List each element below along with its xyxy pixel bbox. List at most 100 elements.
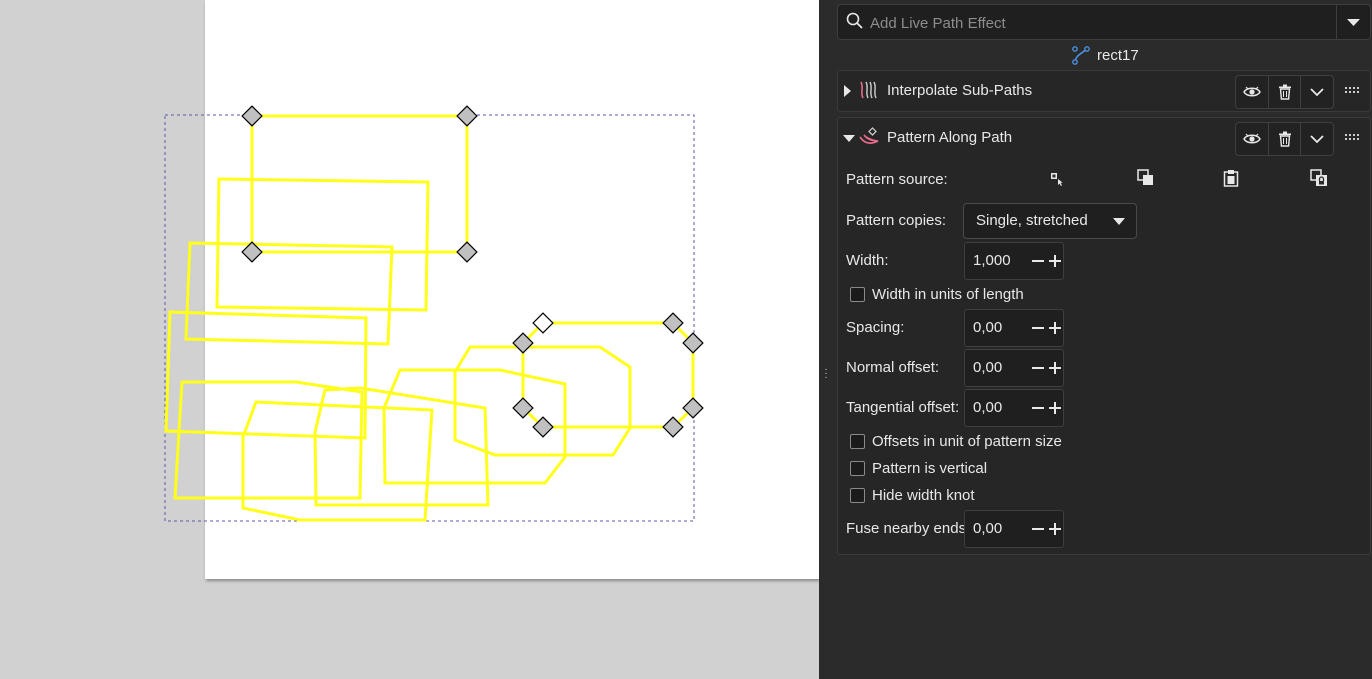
effect-menu-button[interactable]: [1300, 76, 1333, 108]
edit-on-canvas-icon: [1051, 173, 1063, 186]
width-units-checkbox-row[interactable]: Width in units of length: [850, 284, 1024, 304]
width-increment-button[interactable]: [1048, 250, 1062, 270]
pattern-copies-label: Pattern copies:: [846, 212, 947, 229]
drag-handle-icon[interactable]: [1345, 87, 1361, 95]
hide-width-knot-checkbox-row[interactable]: Hide width knot: [850, 485, 975, 505]
tangential-offset-input[interactable]: [973, 399, 1029, 416]
spacing-increment-button[interactable]: [1048, 317, 1062, 337]
node-handle[interactable]: [456, 105, 478, 127]
normal-offset-decrement-button[interactable]: [1031, 357, 1045, 377]
paste-icon: [1223, 170, 1239, 187]
fuse-nearby-ends-label: Fuse nearby ends:: [846, 520, 971, 537]
path-effects-panel: rect17 Interpolate Sub-Paths: [833, 0, 1372, 679]
collapse-arrow-icon[interactable]: [843, 135, 855, 142]
search-icon: [846, 12, 863, 29]
effect-actions: [1235, 122, 1334, 156]
eye-icon: [1242, 133, 1261, 144]
tangential-offset-decrement-button[interactable]: [1031, 397, 1045, 417]
tangential-offset-label: Tangential offset:: [846, 399, 960, 416]
offsets-pattern-size-checkbox-row[interactable]: Offsets in unit of pattern size: [850, 431, 1062, 451]
effect-header[interactable]: Interpolate Sub-Paths: [838, 71, 1370, 111]
paste-pattern-button[interactable]: [1221, 168, 1241, 188]
pattern-copy: [382, 368, 567, 485]
copy-pattern-button[interactable]: [1136, 168, 1156, 188]
node-handle[interactable]: [241, 105, 263, 127]
width-spinbox: [964, 242, 1064, 280]
pattern-copy: [453, 345, 632, 457]
node-handle[interactable]: [662, 312, 684, 334]
width-label: Width:: [846, 252, 889, 269]
hide-width-knot-checkbox[interactable]: [850, 487, 865, 503]
drawing[interactable]: [0, 0, 819, 679]
copy-icon: [1137, 169, 1153, 185]
pattern-copy: [241, 400, 434, 522]
offsets-pattern-size-checkbox[interactable]: [850, 433, 865, 449]
drag-handle-icon[interactable]: [1345, 134, 1361, 142]
node-handle[interactable]: [532, 416, 554, 438]
node-handle[interactable]: [456, 241, 478, 263]
chevron-down-icon: [1310, 135, 1324, 144]
search-input[interactable]: [868, 10, 1332, 36]
node-handle[interactable]: [682, 332, 704, 354]
normal-offset-increment-button[interactable]: [1048, 357, 1062, 377]
link-pattern-button[interactable]: [1309, 168, 1329, 188]
pattern-copies-select[interactable]: Single, stretched: [963, 203, 1137, 239]
fuse-nearby-ends-input[interactable]: [973, 520, 1029, 537]
visibility-toggle-button[interactable]: [1236, 76, 1268, 108]
object-name: rect17: [1097, 46, 1139, 64]
pattern-vertical-label: Pattern is vertical: [872, 459, 988, 477]
effect-card-interpolate: Interpolate Sub-Paths: [837, 70, 1371, 112]
node-handle[interactable]: [512, 397, 534, 419]
search-box[interactable]: [837, 4, 1337, 40]
normal-offset-input[interactable]: [973, 359, 1029, 376]
canvas-area[interactable]: [0, 0, 819, 679]
width-decrement-button[interactable]: [1031, 250, 1045, 270]
normal-offset-label: Normal offset:: [846, 359, 940, 376]
effect-header[interactable]: Pattern Along Path: [838, 118, 1370, 158]
pattern-vertical-checkbox-row[interactable]: Pattern is vertical: [850, 458, 987, 478]
trash-icon: [1278, 84, 1291, 100]
edit-on-canvas-button[interactable]: [1047, 168, 1067, 188]
pattern-vertical-checkbox[interactable]: [850, 460, 865, 476]
chevron-down-icon: [1310, 88, 1324, 97]
spacing-input[interactable]: [973, 319, 1029, 336]
divider-grip-icon[interactable]: ···: [824, 364, 828, 383]
effect-name: Interpolate Sub-Paths: [887, 82, 1033, 99]
normal-offset-spinbox: [964, 349, 1064, 387]
panel-divider[interactable]: ···: [819, 0, 833, 679]
width-units-checkbox[interactable]: [850, 286, 865, 302]
spacing-decrement-button[interactable]: [1031, 317, 1045, 337]
delete-effect-button[interactable]: [1267, 76, 1301, 108]
pattern-copies-value: Single, stretched: [976, 212, 1088, 229]
tangential-offset-spinbox: [964, 389, 1064, 427]
tangential-offset-increment-button[interactable]: [1048, 397, 1062, 417]
path-nodes[interactable]: [241, 105, 704, 438]
pattern-copies[interactable]: [164, 114, 695, 522]
node-handle[interactable]: [241, 241, 263, 263]
fuse-decrement-button[interactable]: [1031, 518, 1045, 538]
pattern-copy: [164, 310, 368, 440]
effect-name: Pattern Along Path: [887, 129, 1013, 146]
hide-width-knot-label: Hide width knot: [872, 486, 975, 504]
node-handle[interactable]: [682, 397, 704, 419]
path-outline: [250, 114, 469, 254]
expand-arrow-icon[interactable]: [844, 85, 851, 97]
spacing-label: Spacing:: [846, 319, 905, 336]
visibility-toggle-button[interactable]: [1236, 123, 1268, 155]
fuse-nearby-ends-spinbox: [964, 510, 1064, 548]
fuse-increment-button[interactable]: [1048, 518, 1062, 538]
search-dropdown-button[interactable]: [1336, 4, 1371, 40]
delete-effect-button[interactable]: [1267, 123, 1301, 155]
node-handle[interactable]: [512, 332, 534, 354]
path-outline: [521, 321, 695, 429]
pattern-copy: [173, 380, 364, 500]
width-input[interactable]: [973, 252, 1029, 269]
width-units-label: Width in units of length: [872, 285, 1024, 303]
effect-card-pattern-along-path: Pattern Along Path: [837, 117, 1371, 555]
effect-menu-button[interactable]: [1300, 123, 1333, 155]
node-handle-selected[interactable]: [532, 312, 554, 334]
node-handle[interactable]: [662, 416, 684, 438]
chevron-down-icon: [1347, 19, 1360, 26]
pattern-copy: [313, 386, 490, 507]
pattern-along-path-icon: [859, 127, 879, 144]
